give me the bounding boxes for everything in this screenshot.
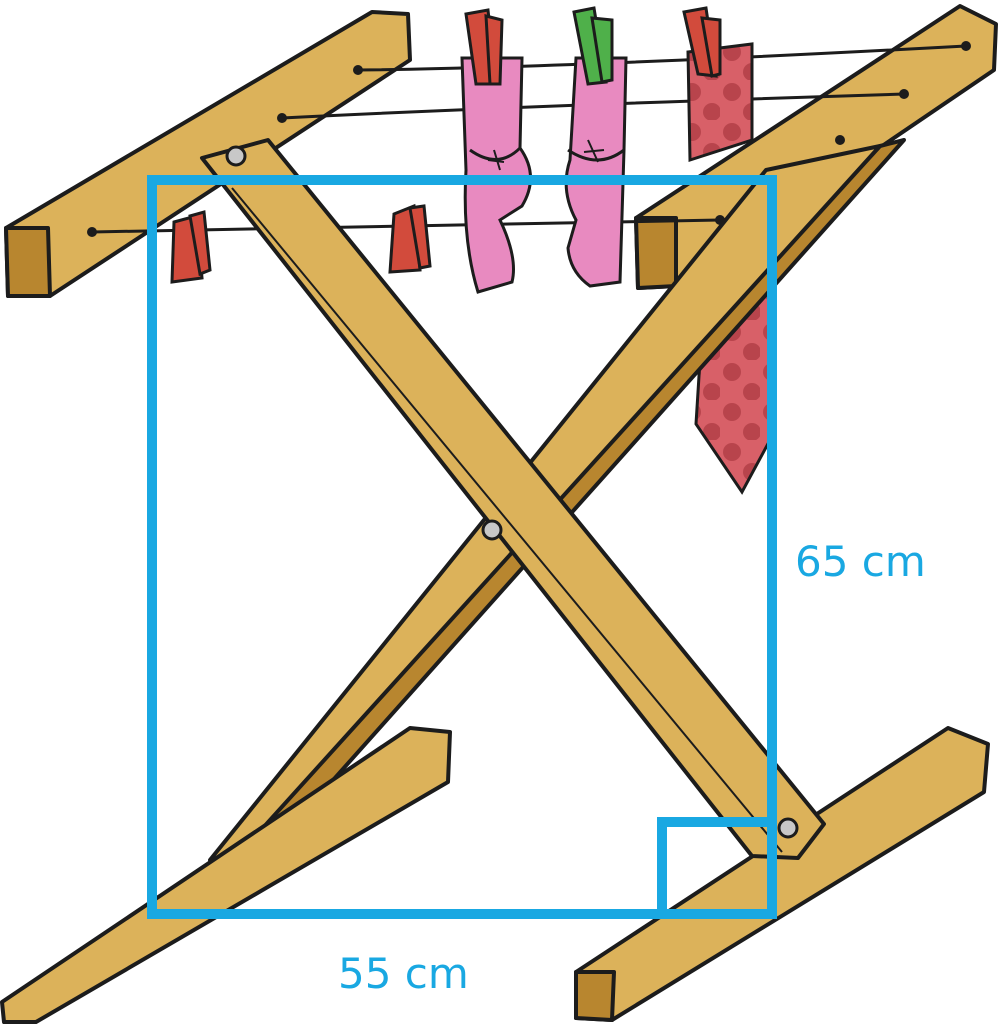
sock-right xyxy=(564,56,628,288)
width-dimension-label: 55 cm xyxy=(338,949,469,998)
right-angle-marker xyxy=(657,817,772,914)
line-bolts xyxy=(87,41,971,237)
pivot-bolt-icon xyxy=(225,145,799,839)
clothes-peg-icon xyxy=(170,6,722,284)
measurement-rectangle xyxy=(147,175,777,919)
bottom-rails xyxy=(0,726,990,1024)
height-dimension-label: 65 cm xyxy=(795,537,926,586)
measurement-box xyxy=(147,175,777,919)
front-leg xyxy=(200,138,826,860)
